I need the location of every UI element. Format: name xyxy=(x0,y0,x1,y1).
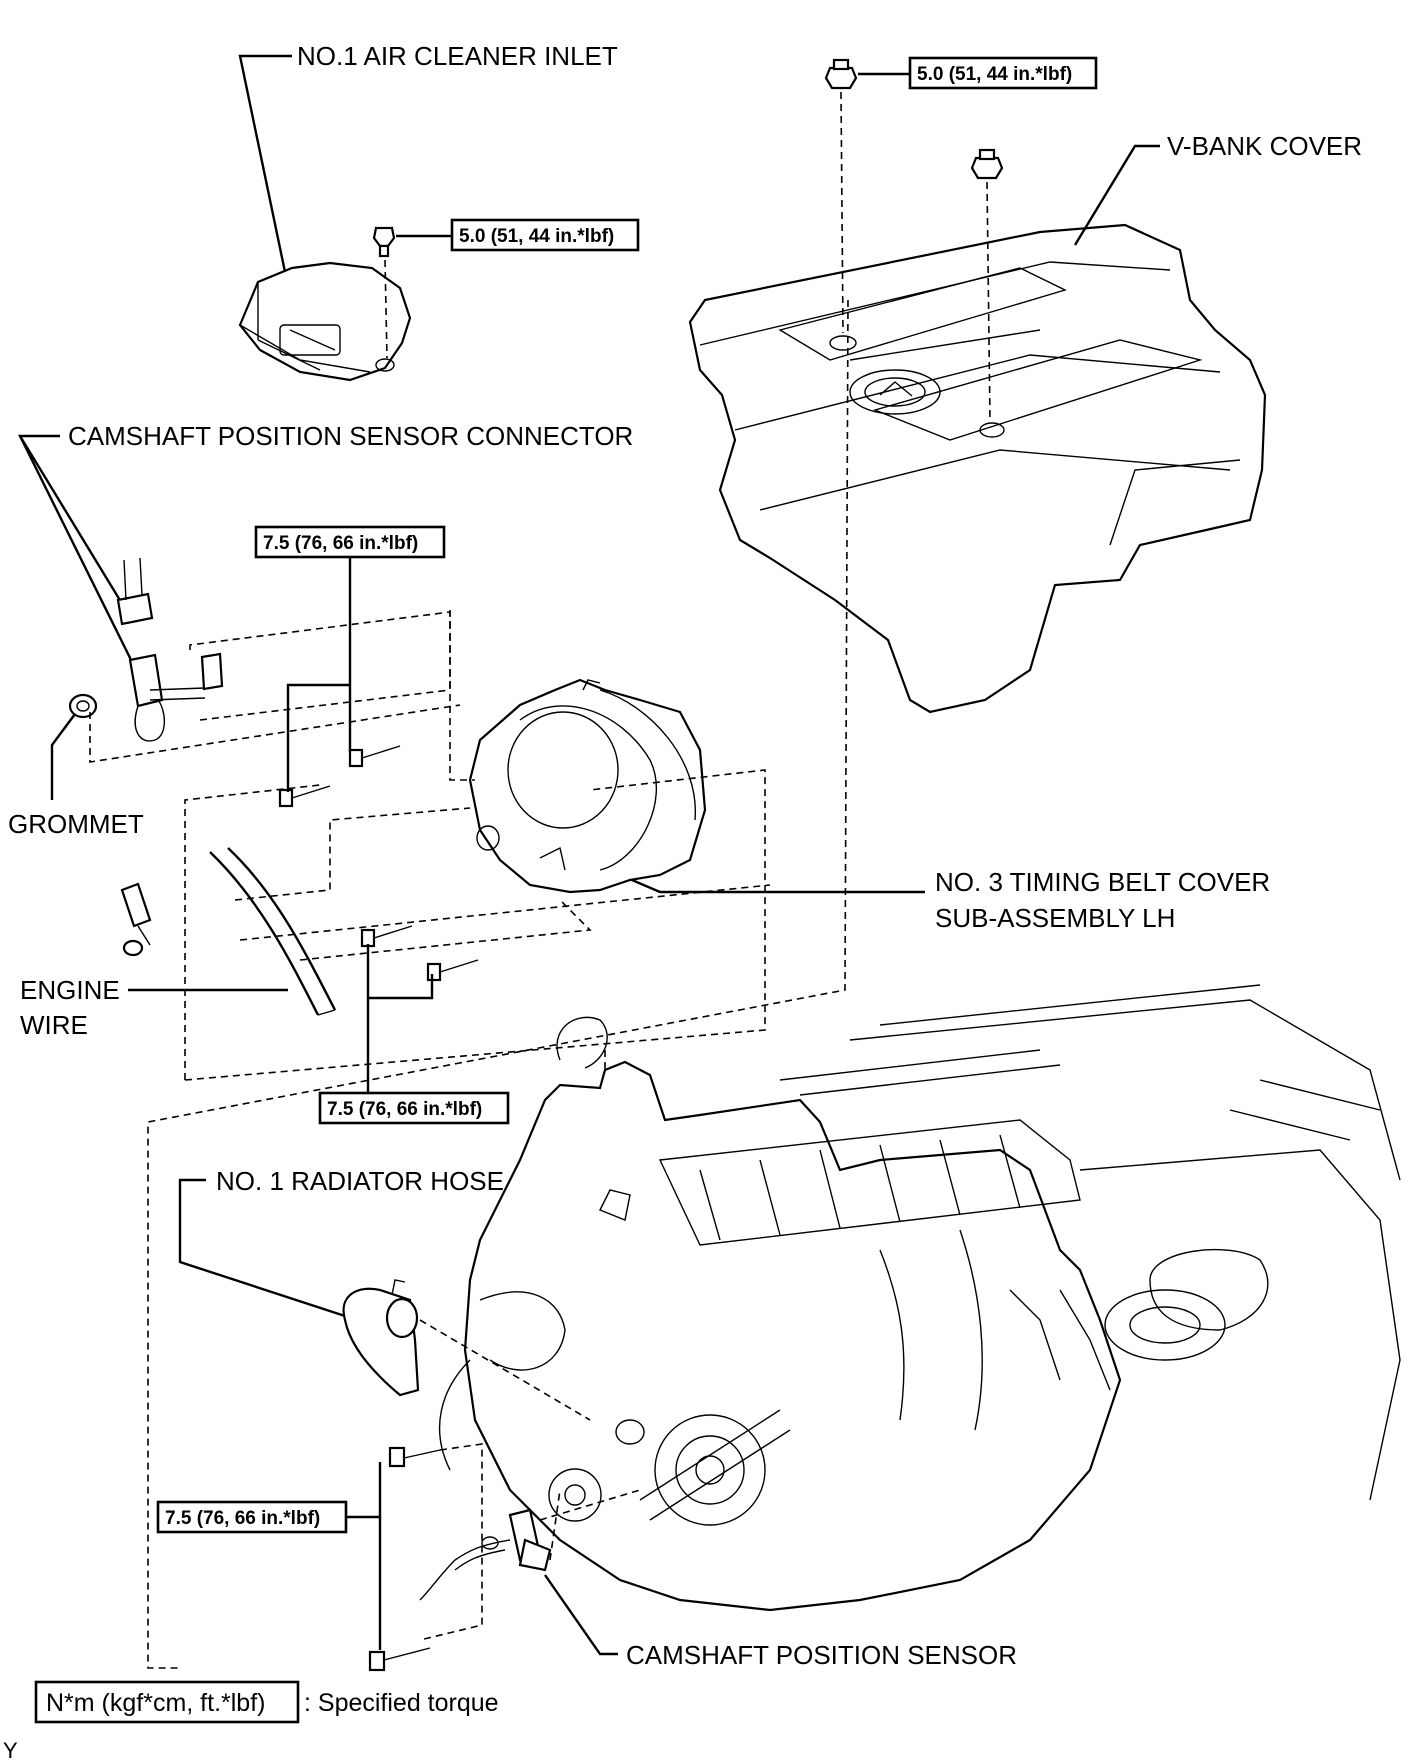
label-cam-sensor-connector: CAMSHAFT POSITION SENSOR CONNECTOR xyxy=(68,421,633,451)
legend-unit: N*m (kgf*cm, ft.*lbf) xyxy=(46,1689,265,1717)
label-grommet: GROMMET xyxy=(8,809,144,839)
label-radiator-hose: NO. 1 RADIATOR HOSE xyxy=(216,1166,504,1196)
connector-part xyxy=(116,557,224,742)
sensor-bolt-upper xyxy=(388,1446,441,1468)
air-cleaner-inlet-part xyxy=(238,261,412,382)
sensor-bolt-lower xyxy=(368,1647,431,1672)
torque-legend: N*m (kgf*cm, ft.*lbf) : Specified torque xyxy=(34,1680,499,1724)
svg-text:7.5 (76, 66 in.*lbf): 7.5 (76, 66 in.*lbf) xyxy=(327,1099,482,1120)
radiator-hose-part xyxy=(342,1279,420,1397)
svg-text:7.5 (76, 66 in.*lbf): 7.5 (76, 66 in.*lbf) xyxy=(165,1508,320,1529)
cover-bolt-4 xyxy=(426,959,479,982)
svg-text:5.0 (51, 44 in.*lbf): 5.0 (51, 44 in.*lbf) xyxy=(459,226,614,247)
svg-text:7.5 (76, 66 in.*lbf): 7.5 (76, 66 in.*lbf) xyxy=(263,533,418,554)
torque-inlet-bolt: 5.0 (51, 44 in.*lbf) xyxy=(450,218,640,252)
torque-cover-lower-bolts: 7.5 (76, 66 in.*lbf) xyxy=(318,1091,510,1125)
camshaft-sensor-part xyxy=(419,1508,552,1601)
figure-code: Y xyxy=(3,1738,18,1763)
grommet-part xyxy=(68,693,98,719)
wire-clip-part xyxy=(120,882,152,957)
inlet-bolt xyxy=(372,226,396,258)
torque-cover-upper-bolts: 7.5 (76, 66 in.*lbf) xyxy=(254,525,446,559)
cover-bolt-3 xyxy=(360,925,413,948)
v-bank-nut-right xyxy=(970,148,1004,180)
label-engine-wire-line1: ENGINE xyxy=(20,975,120,1005)
torque-sensor-bolts: 7.5 (76, 66 in.*lbf) xyxy=(156,1500,348,1534)
timing-belt-cover-part xyxy=(468,678,707,894)
engine-assembly-part xyxy=(438,984,1401,1612)
cover-bolt-1 xyxy=(348,745,401,768)
legend-text: : Specified torque xyxy=(304,1689,499,1717)
label-timing-cover-line1: NO. 3 TIMING BELT COVER xyxy=(935,867,1270,897)
v-bank-cover-part xyxy=(688,223,1267,714)
label-engine-wire-line2: WIRE xyxy=(20,1010,88,1040)
cover-bolt-2 xyxy=(278,785,331,808)
svg-text:5.0 (51, 44 in.*lbf): 5.0 (51, 44 in.*lbf) xyxy=(917,64,1072,85)
torque-v-bank-nut: 5.0 (51, 44 in.*lbf) xyxy=(908,56,1098,90)
label-timing-cover-line2: SUB-ASSEMBLY LH xyxy=(935,903,1175,933)
v-bank-nut-left xyxy=(824,58,858,90)
label-cam-sensor: CAMSHAFT POSITION SENSOR xyxy=(626,1640,1017,1670)
label-v-bank-cover: V-BANK COVER xyxy=(1167,131,1362,161)
engine-wire-part xyxy=(209,847,337,1016)
label-air-cleaner-inlet: NO.1 AIR CLEANER INLET xyxy=(297,41,618,71)
